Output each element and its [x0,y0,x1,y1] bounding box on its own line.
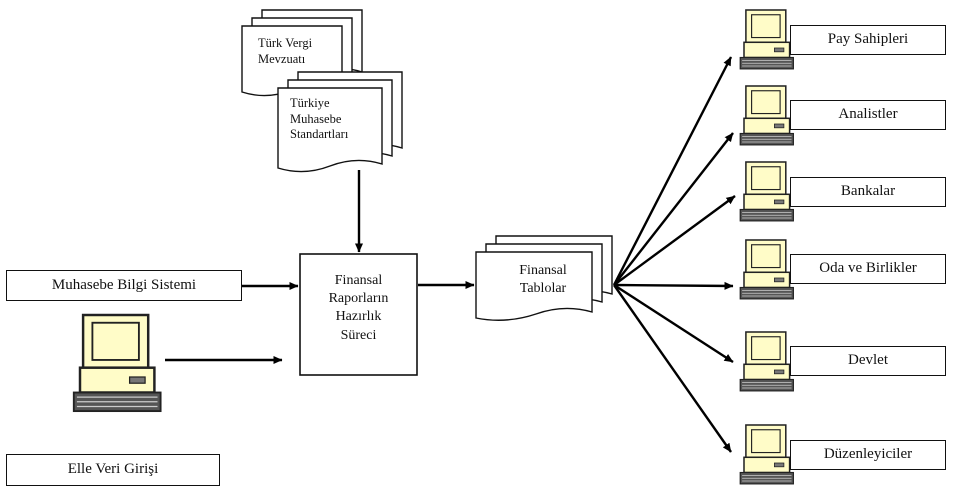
user-label: Bankalar [840,183,896,200]
arrow-to-devlet [613,283,734,364]
manual-data-entry-label: Elle Veri Girişi [67,461,159,478]
process-line: Raporların [328,291,389,307]
user-box-oda-ve-birlikler: Oda ve Birlikler [790,254,946,284]
user-box-devlet: Devlet [790,346,946,376]
user-label: Pay Sahipleri [827,31,909,48]
statements-line: Tablolar [519,280,567,296]
accounting-standards-document-icon [277,71,403,173]
computer-icon [739,424,795,485]
arrow-to-pay-sahipleri [612,56,733,286]
financial-statements-text: Finansal Tablolar [498,262,588,297]
user-box-pay-sahipleri: Pay Sahipleri [790,25,946,55]
computer-icon [739,85,795,146]
user-label: Analistler [838,106,898,123]
arrow-to-bankalar [613,195,736,286]
accounting-info-system-label: Muhasebe Bilgi Sistemi [51,276,197,293]
computer-icon [739,331,795,392]
user-box-bankalar: Bankalar [790,177,946,207]
process-box [299,253,418,376]
user-label: Oda ve Birlikler [819,260,917,277]
tax-law-text: Türk Vergi Mevzuatı [258,36,338,67]
standards-line: Standartları [290,127,349,142]
arrow-to-analistler [613,132,734,286]
accounting-info-system-box: Muhasebe Bilgi Sistemi [6,270,242,301]
process-line: Hazırlık [335,309,382,325]
process-line: Finansal [334,273,383,288]
computer-icon [739,9,795,70]
computer-icon [739,239,795,300]
computer-icon [739,161,795,222]
financial-statements-document-icon [475,235,613,321]
manual-entry-computer-icon [72,313,162,413]
process-text: Finansal Raporların Hazırlık Süreci [300,272,417,345]
user-label: Düzenleyiciler [823,446,913,463]
user-box-analistler: Analistler [790,100,946,130]
user-label: Devlet [848,352,888,369]
process-line: Süreci [340,327,377,343]
arrow-to-oda-ve-birlikler [613,281,734,290]
tax-law-line: Mevzuatı [258,51,306,66]
standards-line: Muhasebe [290,111,342,126]
user-box-duzenleyiciler: Düzenleyiciler [790,440,946,470]
statements-line: Finansal [519,263,567,278]
standards-line: Türkiye [290,96,330,110]
tax-law-document-icon [241,9,363,97]
fan-out-arrows [612,56,736,453]
accounting-standards-text: Türkiye Muhasebe Standartları [290,96,380,143]
manual-data-entry-box: Elle Veri Girişi [6,454,220,486]
tax-law-line: Türk Vergi [258,36,313,50]
arrow-to-duzenleyiciler [613,284,732,453]
